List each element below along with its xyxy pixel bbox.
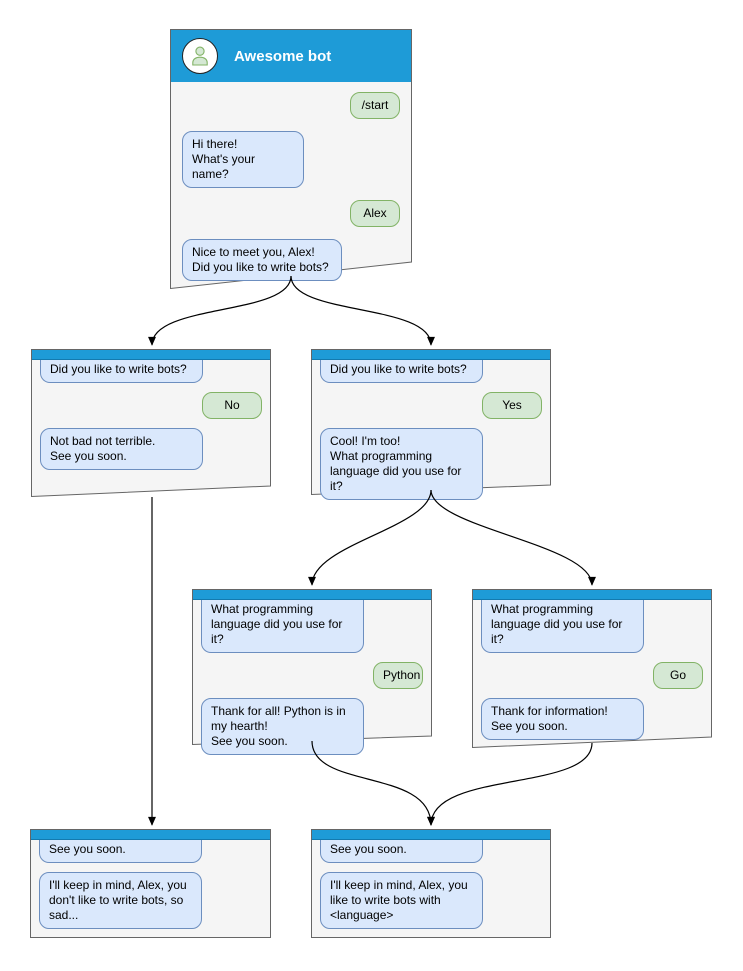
bot-message: See you soon. bbox=[39, 840, 202, 863]
user-avatar-icon bbox=[182, 38, 218, 74]
bot-message: See you soon. bbox=[320, 840, 483, 863]
window-title-bar bbox=[312, 350, 550, 360]
connector-yes-to-go bbox=[430, 489, 596, 586]
bot-message: Nice to meet you, Alex! Did you like to … bbox=[182, 239, 342, 281]
chat-window-yes: Did you like to write bots? Yes Cool! I'… bbox=[311, 349, 551, 500]
bot-message: What programming language did you use fo… bbox=[481, 600, 644, 653]
bot-message: Did you like to write bots? bbox=[320, 360, 483, 383]
window-title-bar: Awesome bot bbox=[171, 30, 411, 82]
window-title-bar bbox=[32, 350, 270, 360]
bot-message: What programming language did you use fo… bbox=[201, 600, 364, 653]
user-message: Python bbox=[373, 662, 423, 689]
bot-message: Hi there! What's your name? bbox=[182, 131, 304, 188]
user-message: Alex bbox=[350, 200, 400, 227]
window-title-bar bbox=[31, 830, 270, 840]
bot-message: Thank for information! See you soon. bbox=[481, 698, 644, 740]
chat-window-no: Did you like to write bots? No Not bad n… bbox=[31, 349, 271, 497]
chat-window-go: What programming language did you use fo… bbox=[472, 589, 712, 748]
bot-message: I'll keep in mind, Alex, you like to wri… bbox=[320, 872, 483, 929]
bot-message: Thank for all! Python is in my hearth! S… bbox=[201, 698, 364, 755]
window-title-bar bbox=[312, 830, 550, 840]
chat-window-python: What programming language did you use fo… bbox=[192, 589, 432, 755]
chat-window-bye-lang: See you soon. I'll keep in mind, Alex, y… bbox=[311, 829, 551, 938]
connector-yes-to-python bbox=[308, 489, 432, 586]
connector-go-to-bye bbox=[427, 742, 593, 826]
bot-message: Cool! I'm too! What programming language… bbox=[320, 428, 483, 500]
user-message: Yes bbox=[482, 392, 542, 419]
user-message: Go bbox=[653, 662, 703, 689]
bot-message: I'll keep in mind, Alex, you don't like … bbox=[39, 872, 202, 929]
chat-window-bye-sad: See you soon. I'll keep in mind, Alex, y… bbox=[30, 829, 271, 938]
chat-window-start: Awesome bot /start Hi there! What's your… bbox=[170, 29, 412, 289]
window-title: Awesome bot bbox=[234, 47, 332, 65]
window-title-bar bbox=[473, 590, 711, 600]
window-title-bar bbox=[193, 590, 431, 600]
bot-message: Not bad not terrible. See you soon. bbox=[40, 428, 203, 470]
bot-message: Did you like to write bots? bbox=[40, 360, 203, 383]
user-message: /start bbox=[350, 92, 400, 119]
user-message: No bbox=[202, 392, 262, 419]
